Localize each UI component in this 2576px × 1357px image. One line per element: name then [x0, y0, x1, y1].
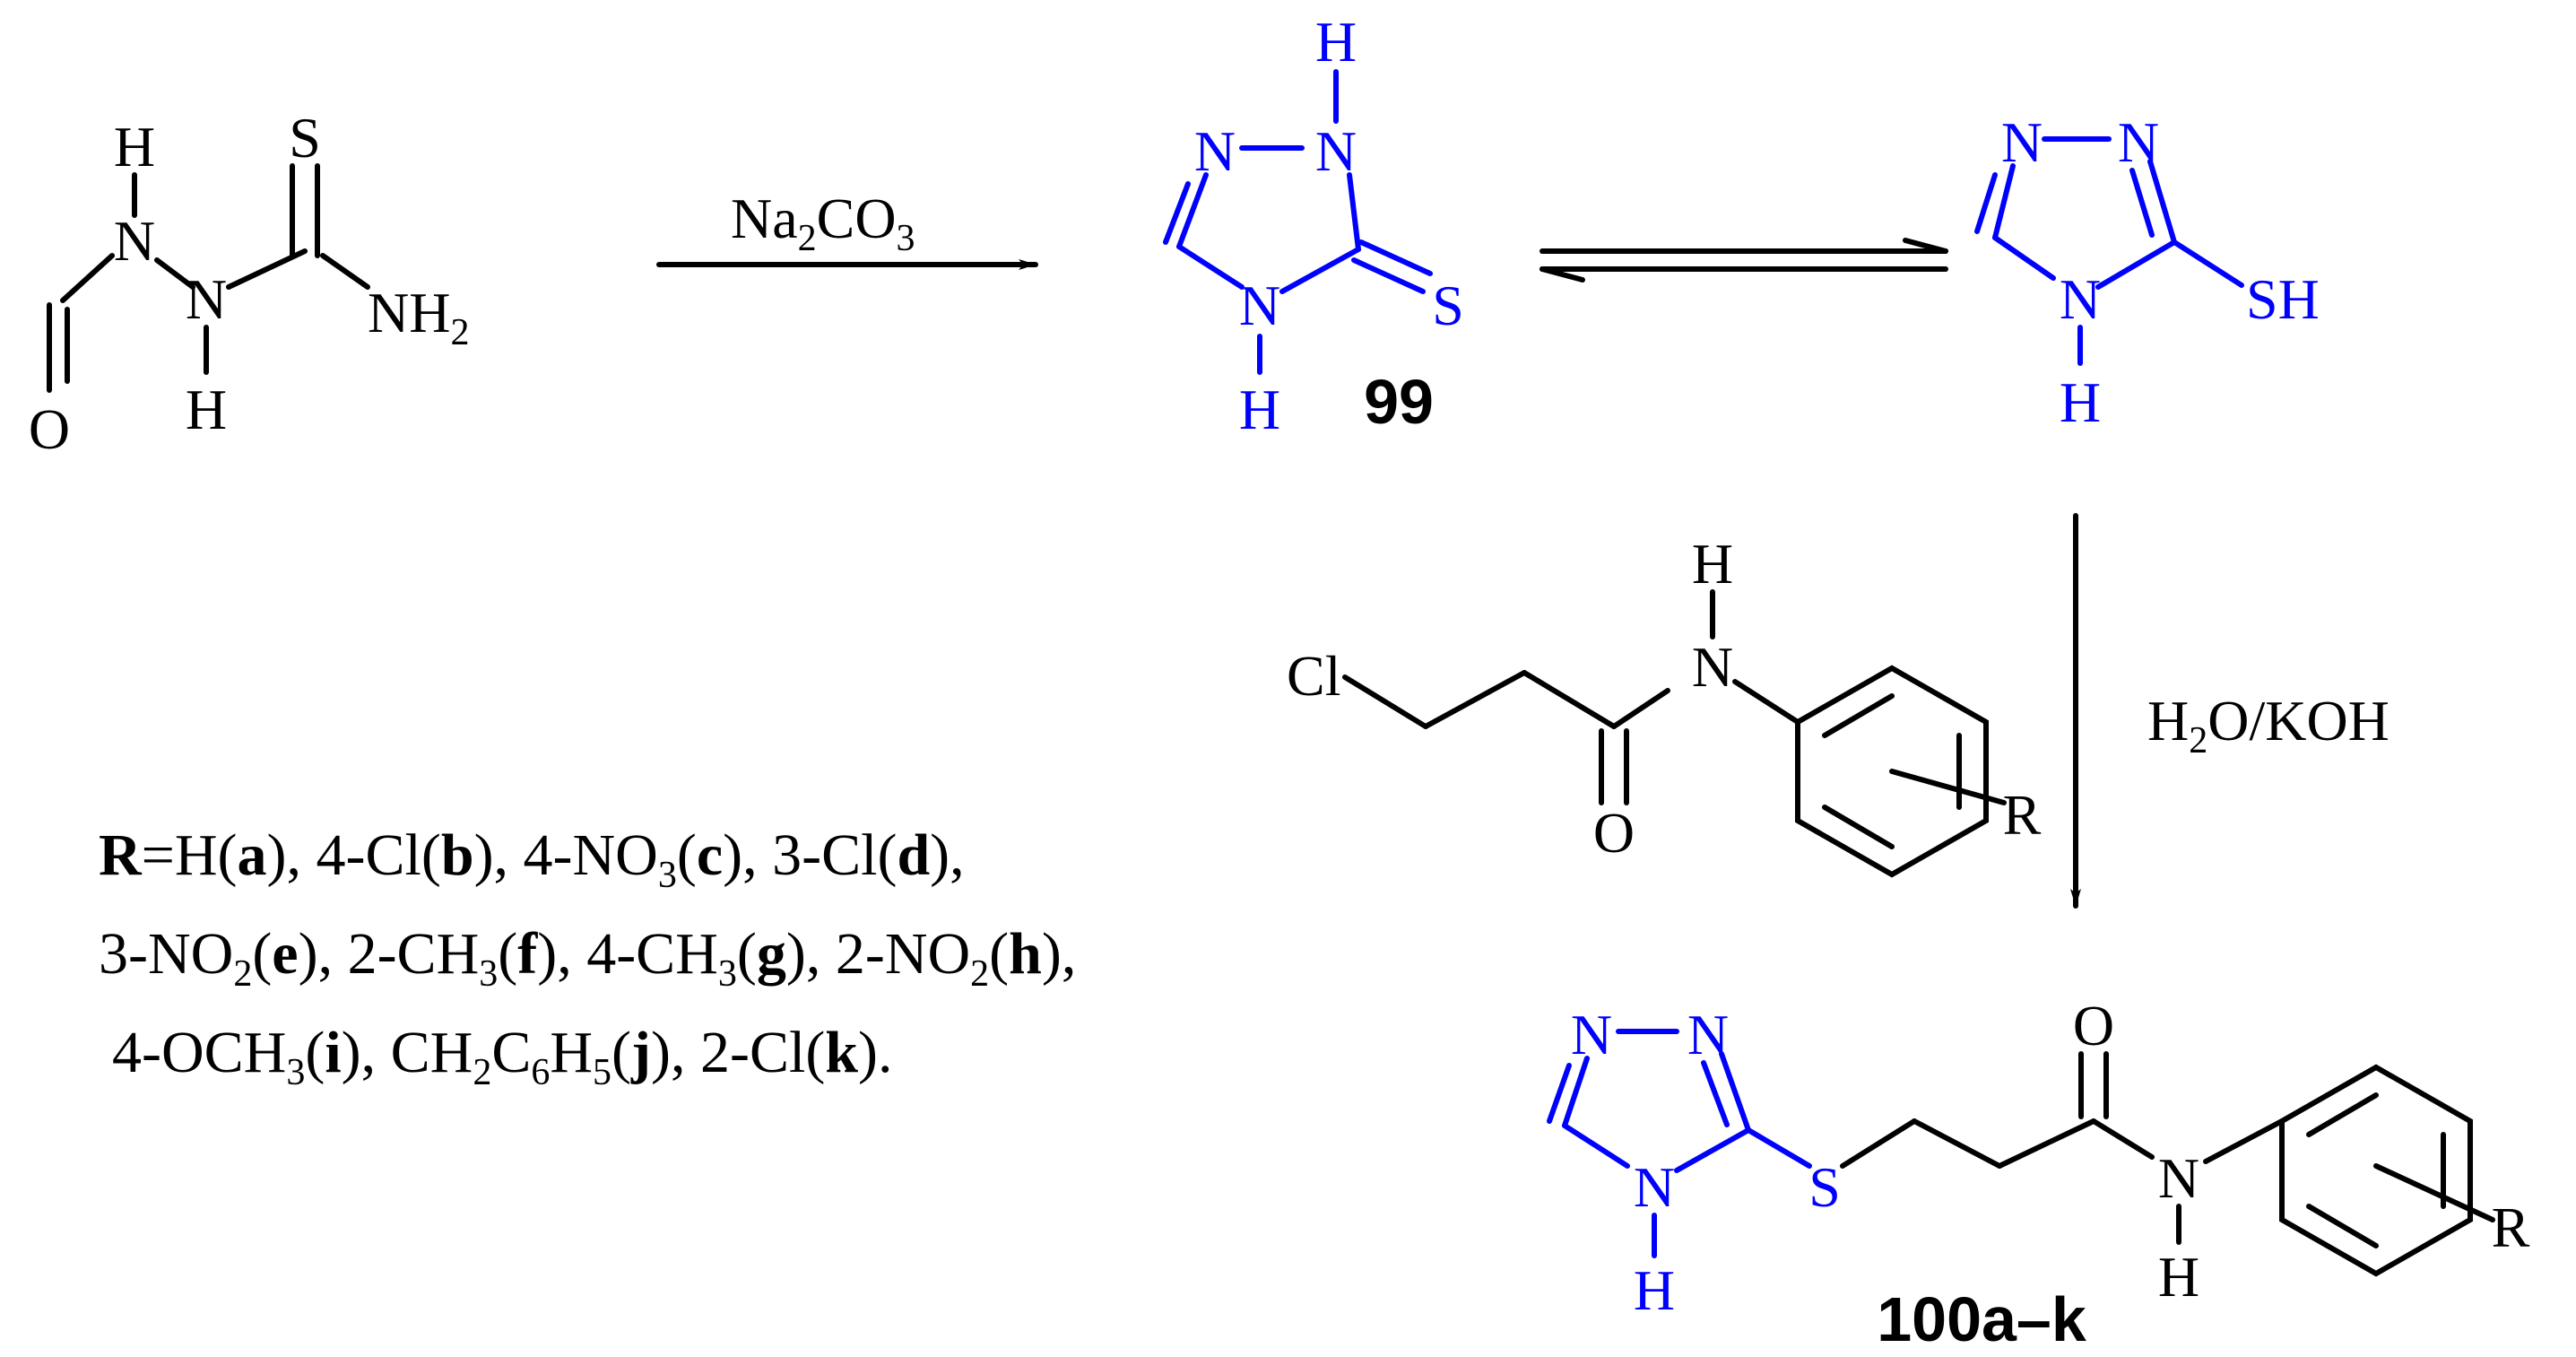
atom-n: N — [2001, 110, 2043, 174]
chloropropanamide-bonds — [1342, 589, 2007, 878]
substituent-r: R — [2003, 783, 2042, 847]
atom-h: H — [186, 378, 227, 441]
reaction-arrow-1: Na2CO3 — [656, 187, 1038, 270]
atom-n: N — [2060, 267, 2101, 331]
atom-h: H — [2060, 370, 2101, 434]
atom-h: H — [2158, 1245, 2199, 1309]
atom-n: N — [114, 209, 155, 273]
r-group-definitions: R=H(a), 4-Cl(b), 4-NO3(c), 3-Cl(d), 3-NO… — [99, 822, 1076, 1093]
thiol-group: SH — [2246, 267, 2320, 331]
atom-cl: Cl — [1287, 644, 1340, 708]
thiol-tautomer-bonds — [1974, 136, 2244, 366]
equilibrium-arrows — [1540, 238, 1948, 283]
atom-s: S — [289, 106, 321, 170]
atom-h: H — [1315, 10, 1357, 74]
atom-n: N — [1687, 1003, 1729, 1066]
thiol-tautomer: N N N H SH — [1974, 110, 2320, 434]
compound-label-100a-k: 100a–k — [1877, 1284, 2086, 1354]
atom-o: O — [1593, 801, 1635, 865]
atom-n: N — [1315, 119, 1357, 183]
atom-n: N — [1194, 119, 1236, 183]
atom-n: N — [2158, 1146, 2199, 1210]
compound-label-99: 99 — [1364, 367, 1434, 437]
atom-n: N — [186, 267, 227, 331]
starting-material-bonds — [47, 163, 370, 393]
atom-s: S — [1432, 274, 1464, 337]
chloropropanamide-reagent: Cl H N O R — [1287, 532, 2042, 878]
atom-n: N — [2118, 110, 2159, 174]
atom-n: N — [1692, 635, 1733, 699]
atom-h: H — [114, 115, 155, 178]
atom-o: O — [2073, 994, 2114, 1057]
product-100: N N N H S O N H R 100a–k — [1547, 994, 2530, 1354]
product-triazole-bonds — [1547, 1029, 1812, 1258]
amino-group: NH2 — [368, 281, 469, 353]
compound-99-bonds — [1163, 69, 1433, 375]
r-group-line-3: 4-OCH3(i), CH2C6H5(j), 2-Cl(k). — [112, 1020, 893, 1093]
atom-s: S — [1808, 1155, 1841, 1219]
product-chain-bonds — [1840, 1051, 2495, 1277]
atom-o: O — [29, 397, 70, 461]
reaction-arrow-2: H2O/KOH — [2070, 513, 2390, 909]
substituent-r: R — [2492, 1196, 2530, 1259]
atom-n: N — [1634, 1155, 1675, 1219]
atom-n: N — [1571, 1003, 1612, 1066]
atom-h: H — [1239, 378, 1280, 441]
atom-n: N — [1239, 274, 1280, 337]
atom-h: H — [1692, 532, 1733, 596]
reagent-sodium-carbonate: Na2CO3 — [731, 187, 915, 259]
conditions-water-koh: H2O/KOH — [2147, 689, 2390, 761]
r-group-line-1: R=H(a), 4-Cl(b), 4-NO3(c), 3-Cl(d), — [99, 822, 965, 896]
atom-h: H — [1634, 1258, 1675, 1322]
starting-material: H N N H S NH2 O — [29, 106, 470, 461]
compound-99: H N N N H S 99 — [1163, 10, 1464, 441]
r-group-line-2: 3-NO2(e), 2-CH3(f), 4-CH3(g), 2-NO2(h), — [99, 921, 1076, 995]
